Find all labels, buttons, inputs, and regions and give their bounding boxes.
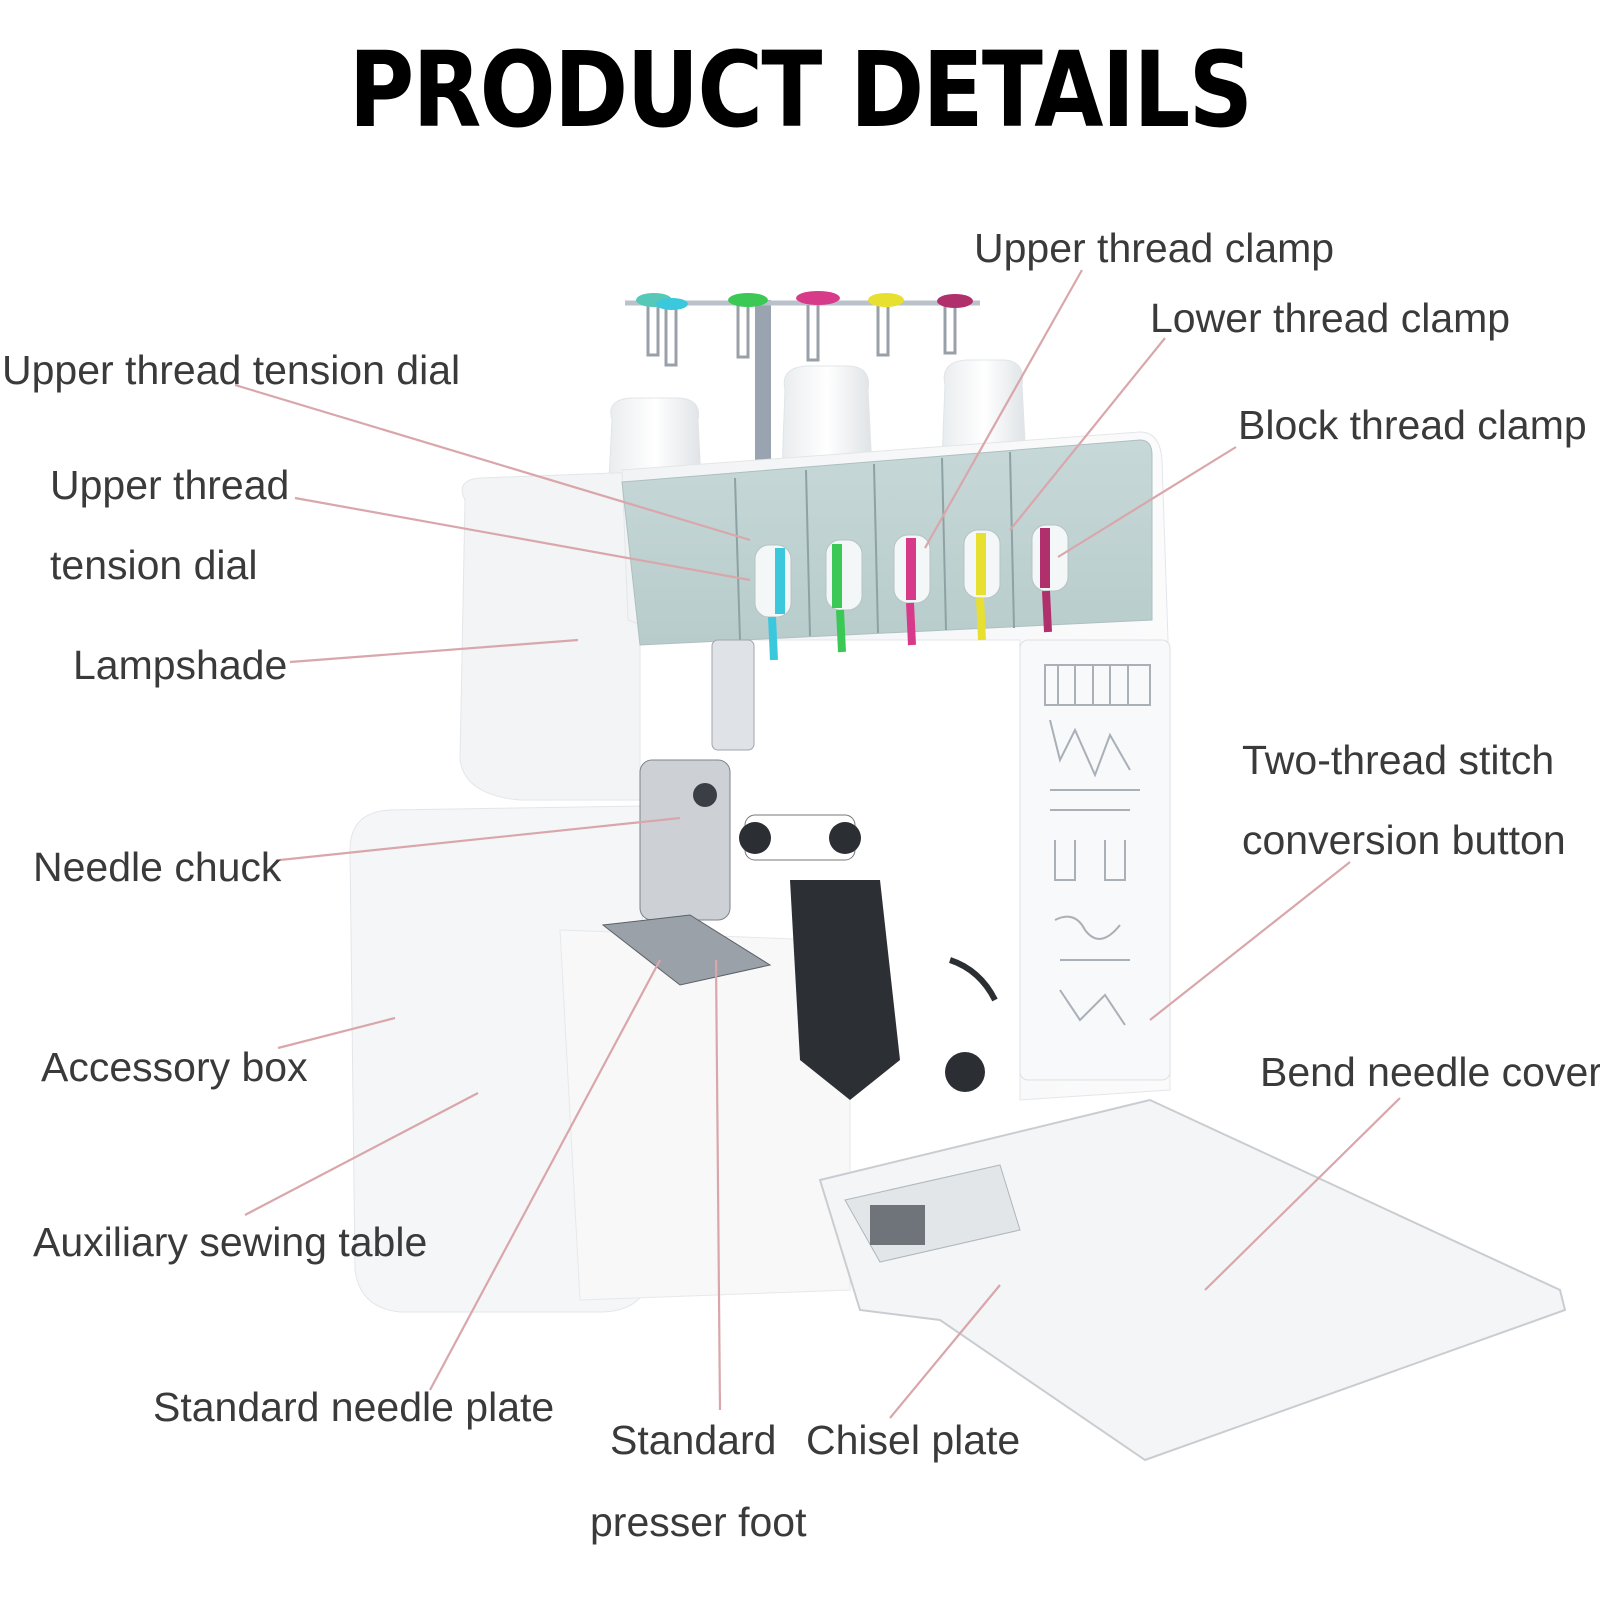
label-upper-thread-tension-dial: Upper thread tension dial [2,347,461,393]
thread-guide-tips [636,291,973,310]
label-upper-thread-clamp: Upper thread clamp [974,225,1335,271]
label-two-thread-line1: Two-thread stitch [1242,737,1555,783]
label-standard-presser-foot-line1: Standard [610,1417,777,1463]
label-accessory-box: Accessory box [41,1044,308,1090]
label-needle-chuck: Needle chuck [33,844,282,890]
thread-stand [625,291,980,460]
tension-dials [754,524,1069,618]
label-bend-needle-cover: Bend needle cover [1260,1049,1600,1095]
threading-chart [1044,664,1151,1026]
tension-panel-dividers [734,451,1015,641]
label-lampshade: Lampshade [73,642,288,688]
page-title: PRODUCT DETAILS [348,29,1253,151]
label-chisel-plate: Chisel plate [806,1417,1021,1463]
label-lower-thread-clamp: Lower thread clamp [1150,295,1511,341]
bend-needle-cover [818,1098,1567,1462]
label-two-thread-line2: conversion button [1242,817,1566,863]
label-upper-thread-line2: tension dial [50,542,258,588]
leader-lines [234,269,1401,1419]
label-standard-presser-foot-line2: presser foot [590,1499,807,1545]
label-standard-needle-plate: Standard needle plate [153,1384,555,1430]
thread-guide-pins [646,305,957,367]
label-auxiliary-sewing-table: Auxiliary sewing table [33,1219,428,1265]
tension-panel [621,439,1153,661]
needle-plate [601,914,772,986]
label-block-thread-clamp: Block thread clamp [1238,402,1587,448]
thread-colour-strips [768,590,1052,661]
label-upper-thread-line1: Upper thread [50,462,290,508]
needle-assembly [639,639,998,1100]
